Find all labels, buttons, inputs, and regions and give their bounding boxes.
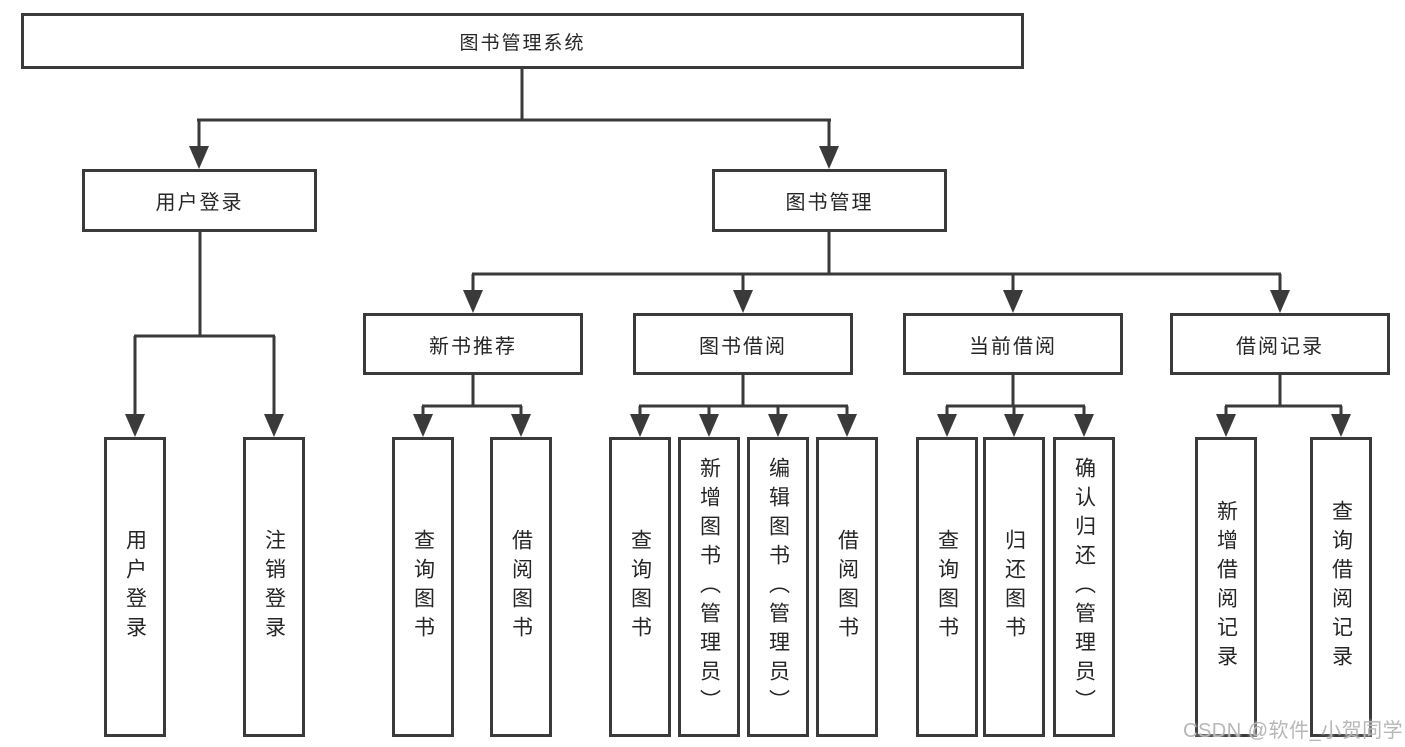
leaf-newbook-query-books: 查询图书	[392, 437, 454, 737]
node-borrow-records-label: 借阅记录	[1236, 335, 1324, 358]
arrow-down-icon	[1331, 414, 1351, 437]
watermark: CSDN @软件_小贺同学	[1183, 720, 1404, 742]
arrow-down-icon	[511, 414, 531, 437]
arrow-down-icon	[1216, 414, 1236, 437]
arrow-down-icon	[264, 414, 284, 437]
arrow-down-icon	[1003, 290, 1023, 313]
leaf-borrow-add-books-admin: 新增图书（管理员）	[678, 437, 740, 737]
leaf-newbook-query-books-label: 查询图书	[411, 529, 435, 645]
leaf-borrow-edit-books-admin-label: 编辑图书（管理员）	[766, 456, 790, 718]
arrow-down-icon	[189, 146, 209, 169]
leaf-newbook-borrow-books: 借阅图书	[490, 437, 552, 737]
node-current-borrow: 当前借阅	[903, 313, 1123, 375]
leaf-records-add-borrow-record-label: 新增借阅记录	[1214, 500, 1238, 674]
arrow-down-icon	[937, 414, 957, 437]
arrow-down-icon	[819, 146, 839, 169]
leaf-current-query-books: 查询图书	[916, 437, 978, 737]
node-borrow-records: 借阅记录	[1170, 313, 1390, 375]
leaf-logout-label: 注销登录	[262, 529, 286, 645]
node-root: 图书管理系统	[21, 13, 1024, 69]
node-root-label: 图书管理系统	[459, 32, 586, 54]
leaf-current-return-books-label: 归还图书	[1002, 529, 1026, 645]
leaf-current-confirm-return-admin-label: 确认归还（管理员）	[1072, 456, 1096, 718]
node-book-management-label: 图书管理	[785, 192, 874, 214]
leaf-records-query-borrow-record-label: 查询借阅记录	[1329, 500, 1353, 674]
arrow-down-icon	[768, 414, 788, 437]
node-user-login-label: 用户登录	[155, 192, 244, 214]
leaf-newbook-borrow-books-label: 借阅图书	[509, 529, 533, 645]
arrow-down-icon	[125, 414, 145, 437]
arrow-down-icon	[733, 290, 753, 313]
leaf-logout: 注销登录	[243, 437, 305, 737]
arrow-down-icon	[1074, 414, 1094, 437]
leaf-user-login: 用户登录	[104, 437, 166, 737]
leaf-current-return-books: 归还图书	[983, 437, 1045, 737]
leaf-borrow-borrow-books-label: 借阅图书	[835, 529, 859, 645]
node-user-login: 用户登录	[82, 169, 317, 232]
node-current-borrow-label: 当前借阅	[969, 335, 1057, 358]
tree-connector-path	[133, 69, 1343, 418]
arrow-down-icon	[463, 290, 483, 313]
leaf-borrow-add-books-admin-label: 新增图书（管理员）	[697, 456, 721, 718]
leaf-user-login-label: 用户登录	[123, 529, 147, 645]
arrow-down-icon	[837, 414, 857, 437]
leaf-records-query-borrow-record: 查询借阅记录	[1310, 437, 1372, 737]
arrow-down-icon	[1270, 290, 1290, 313]
leaf-borrow-query-books: 查询图书	[609, 437, 671, 737]
node-new-book-recommend: 新书推荐	[363, 313, 583, 375]
leaf-borrow-borrow-books: 借阅图书	[816, 437, 878, 737]
arrow-down-icon	[413, 414, 433, 437]
node-book-borrow: 图书借阅	[633, 313, 853, 375]
arrow-down-icon	[630, 414, 650, 437]
arrow-down-icon	[699, 414, 719, 437]
leaf-current-query-books-label: 查询图书	[935, 529, 959, 645]
node-new-book-recommend-label: 新书推荐	[429, 335, 517, 358]
leaf-current-confirm-return-admin: 确认归还（管理员）	[1053, 437, 1115, 737]
leaf-records-add-borrow-record: 新增借阅记录	[1195, 437, 1257, 737]
arrow-down-icon	[1004, 414, 1024, 437]
node-book-borrow-label: 图书借阅	[699, 335, 787, 358]
leaf-borrow-edit-books-admin: 编辑图书（管理员）	[747, 437, 809, 737]
leaf-borrow-query-books-label: 查询图书	[628, 529, 652, 645]
node-book-management: 图书管理	[712, 169, 947, 232]
